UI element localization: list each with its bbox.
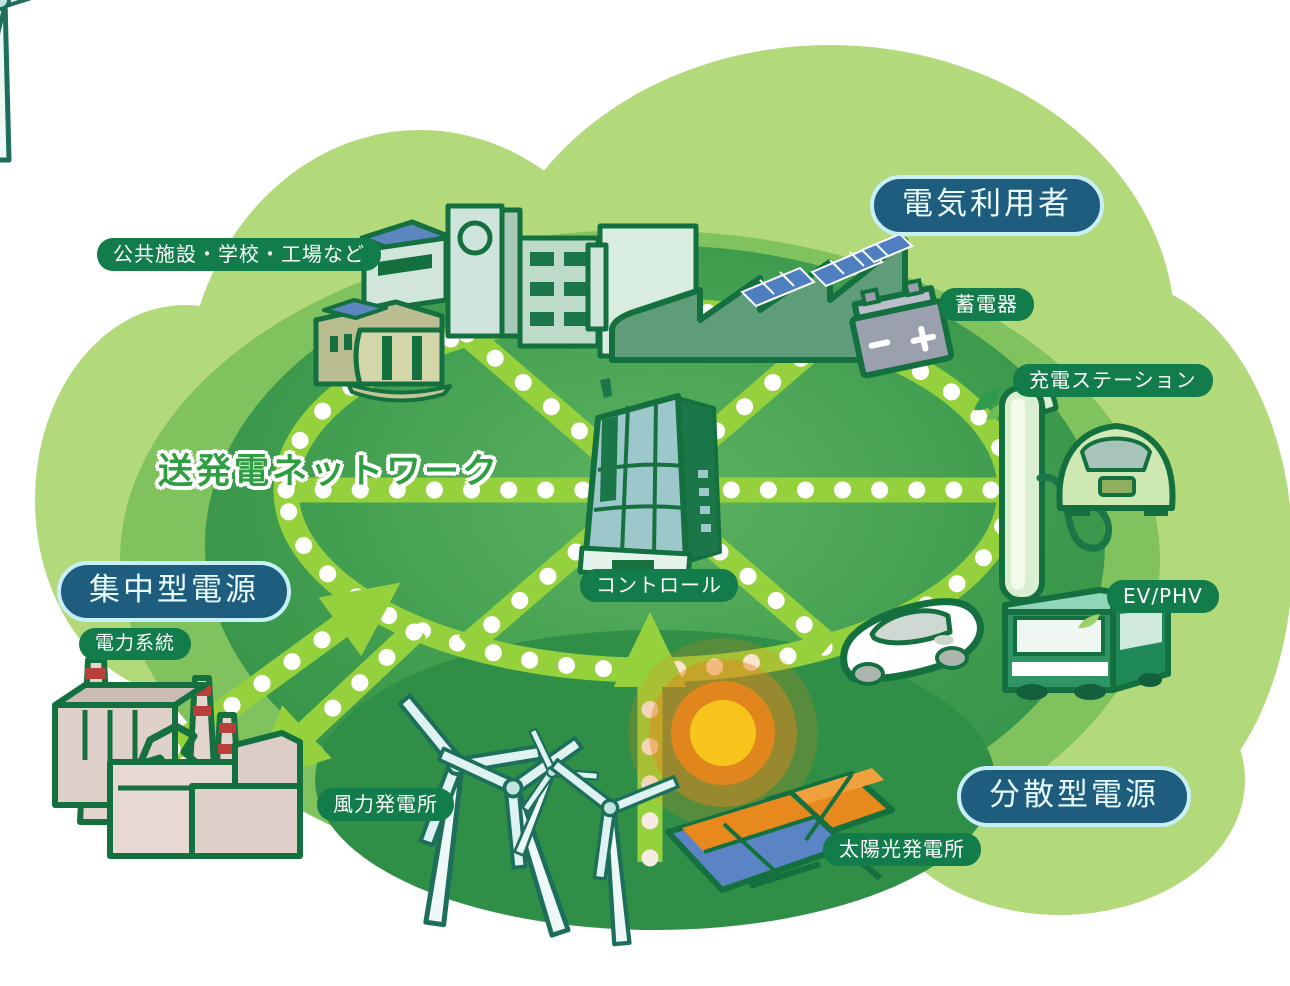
label-solar-power: 太陽光発電所 (823, 833, 981, 866)
label-wind-power: 風力発電所 (317, 788, 454, 821)
network-title: 送発電ネットワーク (158, 452, 501, 492)
ev-bus-icon (1002, 587, 1171, 700)
badge-centralized-power: 集中型電源 (57, 561, 291, 622)
community-building-icon (313, 298, 452, 403)
badge-distributed-power: 分散型電源 (957, 766, 1191, 827)
badge-electricity-users: 電気利用者 (870, 175, 1104, 236)
label-power-grid: 電力系統 (79, 628, 192, 660)
label-storage-battery: 蓄電器 (939, 288, 1034, 321)
solar-panel-icon (665, 768, 895, 893)
power-plant-icon (52, 657, 303, 859)
ev-compact-car-icon (1056, 423, 1176, 516)
label-public-facilities: 公共施設・学校・工場など (97, 238, 381, 271)
wind-turbine-icon (0, 0, 691, 952)
storage-battery-icon (849, 278, 955, 379)
label-charging-station: 充電ステーション (1013, 364, 1213, 397)
arrow-down-left-icon (252, 618, 427, 783)
label-control: コントロール (580, 569, 738, 602)
label-ev-phv: EV/PHV (1107, 580, 1219, 613)
sedan-car-icon (840, 598, 984, 686)
factory-icon (585, 232, 914, 363)
